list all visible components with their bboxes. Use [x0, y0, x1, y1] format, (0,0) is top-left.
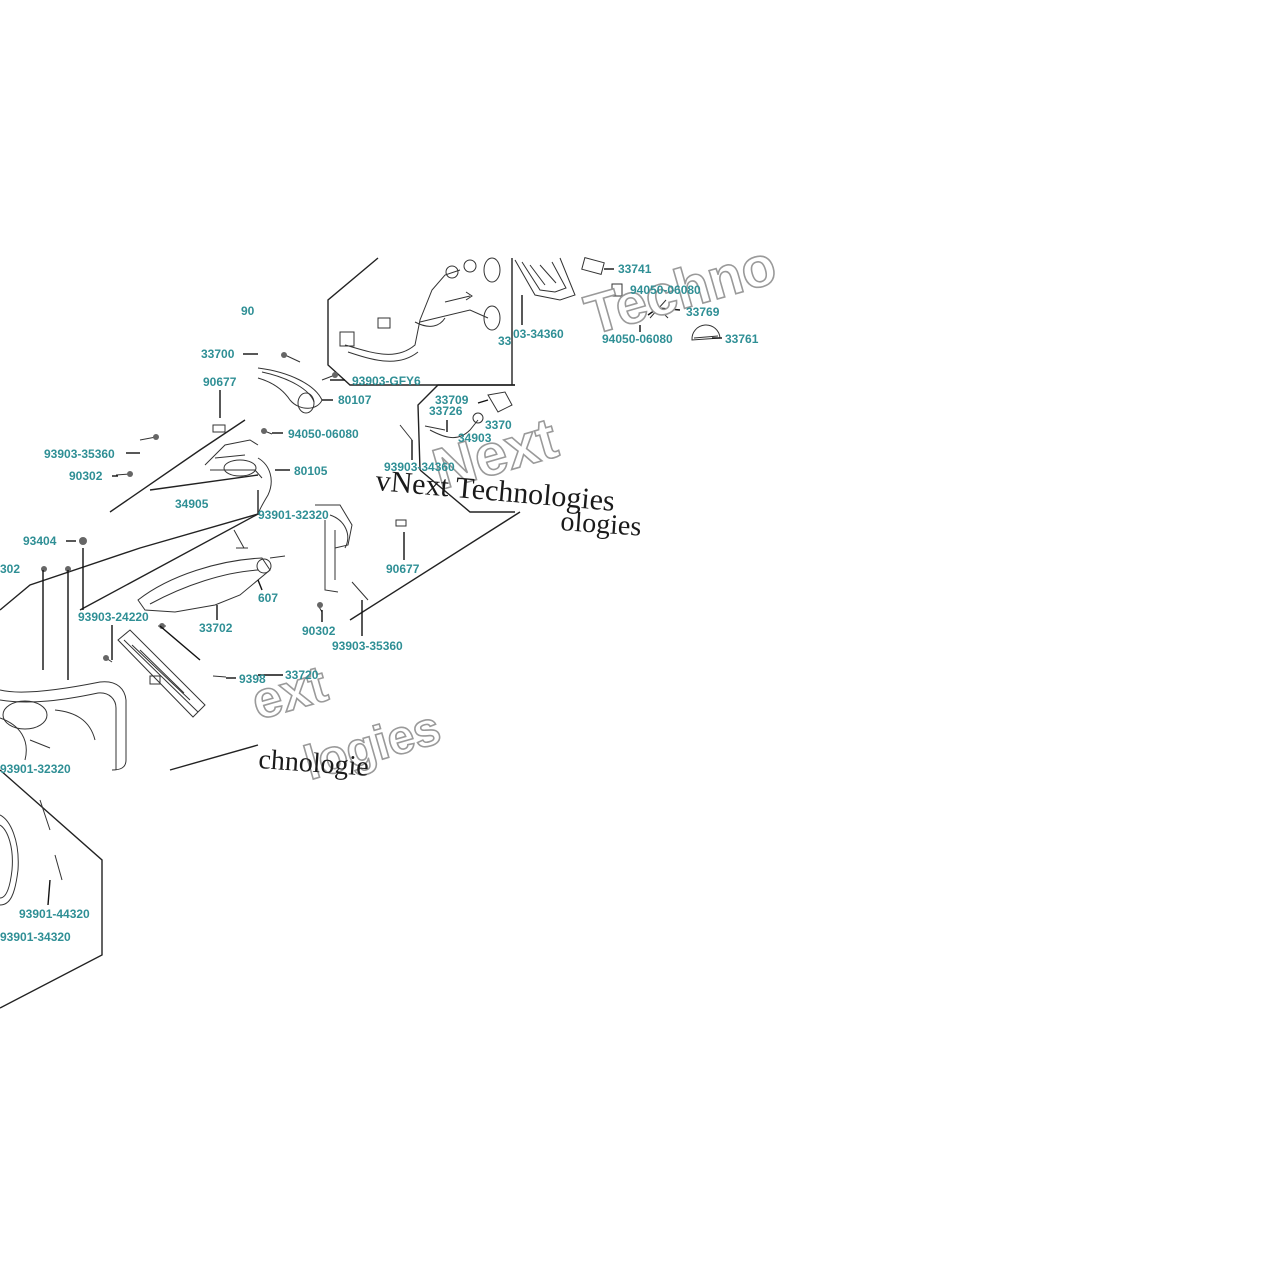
screw-icon — [281, 352, 301, 363]
part-label: 90677 — [386, 562, 420, 576]
screw-icon — [115, 471, 133, 477]
screw-icon — [103, 655, 113, 663]
tail-lamp-lens — [514, 257, 605, 301]
watermark-outline-ext: ext — [245, 655, 333, 731]
part-label: 33741 — [618, 262, 652, 276]
screw-icon — [395, 519, 407, 527]
license-bracket — [137, 557, 272, 613]
fender-panel — [315, 504, 353, 593]
part-label: 93901-32320 — [0, 762, 71, 776]
bulb-and-socket — [611, 283, 721, 341]
screw-icon — [261, 428, 273, 435]
rear-carrier — [204, 439, 272, 516]
license-lamp-inset — [424, 391, 513, 438]
part-label: 90677 — [203, 375, 237, 389]
screw-icon — [79, 537, 87, 545]
part-label: 33726 — [429, 404, 463, 418]
part-label: 90 — [241, 304, 255, 318]
rear-body-cover — [0, 681, 127, 771]
part-label: 03-34360 — [513, 327, 564, 341]
part-label: 80107 — [338, 393, 372, 407]
reflector-bar — [117, 629, 206, 718]
screw-icon — [269, 555, 286, 559]
rear-fender-brace — [257, 367, 323, 414]
part-label: 33702 — [199, 621, 233, 635]
part-label: 93903-35360 — [44, 447, 115, 461]
part-label: 3370 — [485, 418, 512, 432]
watermark-serif-chnologie: chnologie — [258, 744, 370, 783]
screw-icon — [41, 566, 71, 572]
part-label: 80105 — [294, 464, 328, 478]
part-label: 93903-35360 — [332, 639, 403, 653]
screw-icon — [139, 434, 159, 441]
part-label: 33700 — [201, 347, 235, 361]
part-label: 93903-24220 — [78, 610, 149, 624]
part-label: 93901-34320 — [0, 930, 71, 944]
part-label: 607 — [258, 591, 278, 605]
screw-icon — [39, 799, 63, 881]
part-label: 33720 — [285, 668, 319, 682]
screw-icon — [321, 372, 338, 381]
screw-icon — [212, 424, 226, 433]
part-label: 34903 — [458, 431, 492, 445]
part-label: 94050-06080 — [288, 427, 359, 441]
part-label: 33 — [498, 334, 512, 348]
part-label: 90302 — [69, 469, 103, 483]
part-label: 93901-32320 — [258, 508, 329, 522]
screw-icon — [351, 581, 369, 601]
screw-icon — [233, 529, 248, 549]
part-label: 34905 — [175, 497, 209, 511]
screw-icon — [399, 424, 413, 441]
fasteners — [39, 352, 413, 881]
part-label: 93903-GFY6 — [352, 374, 421, 388]
leader-lines — [42, 268, 722, 906]
part-labels: 90 33741 94050-06080 33769 94050-06080 3… — [0, 262, 759, 944]
panel-outlines — [0, 257, 521, 1009]
part-label: 93903-34360 — [384, 460, 455, 474]
watermark-serif-ologies: ologies — [560, 506, 643, 543]
tail-light-wiring — [339, 257, 501, 362]
part-label: 33761 — [725, 332, 759, 346]
screw-icon — [158, 623, 166, 629]
part-label: 33709 — [435, 393, 469, 407]
part-label: 33769 — [686, 305, 720, 319]
part-label: 9398 — [239, 672, 266, 686]
part-label: 90302 — [302, 624, 336, 638]
part-label: 302 — [0, 562, 20, 576]
part-label: 94050-06080 — [630, 283, 701, 297]
part-label: 93404 — [23, 534, 57, 548]
screw-icon — [212, 675, 227, 678]
part-label: 94050-06080 — [602, 332, 673, 346]
part-label: 93901-44320 — [19, 907, 90, 921]
side-cover — [0, 814, 19, 906]
